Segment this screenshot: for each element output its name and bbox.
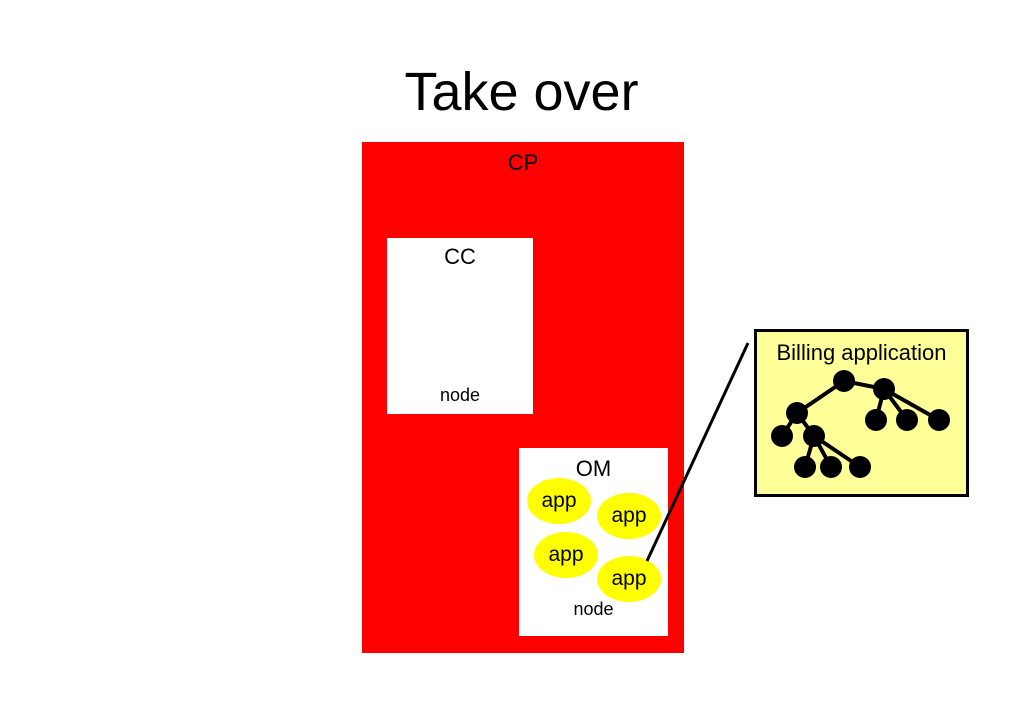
cp-label: CP xyxy=(507,150,539,175)
om-node-label: node xyxy=(573,599,614,619)
om-label: OM xyxy=(575,456,612,481)
app-ellipse-1: app xyxy=(527,478,591,524)
app-ellipse-2: app xyxy=(597,493,661,539)
cc-node-label: node xyxy=(439,385,481,405)
om-node-box: OM app app app app node xyxy=(519,448,668,636)
app-ellipse-3: app xyxy=(534,532,598,578)
slide-title: Take over xyxy=(404,62,639,122)
cc-label: CC xyxy=(444,244,476,269)
cc-node-box: CC node xyxy=(387,238,533,414)
billing-application-label: Billing application xyxy=(776,340,947,365)
app-ellipse-4: app xyxy=(597,556,661,602)
billing-application-box: Billing application xyxy=(754,329,969,497)
